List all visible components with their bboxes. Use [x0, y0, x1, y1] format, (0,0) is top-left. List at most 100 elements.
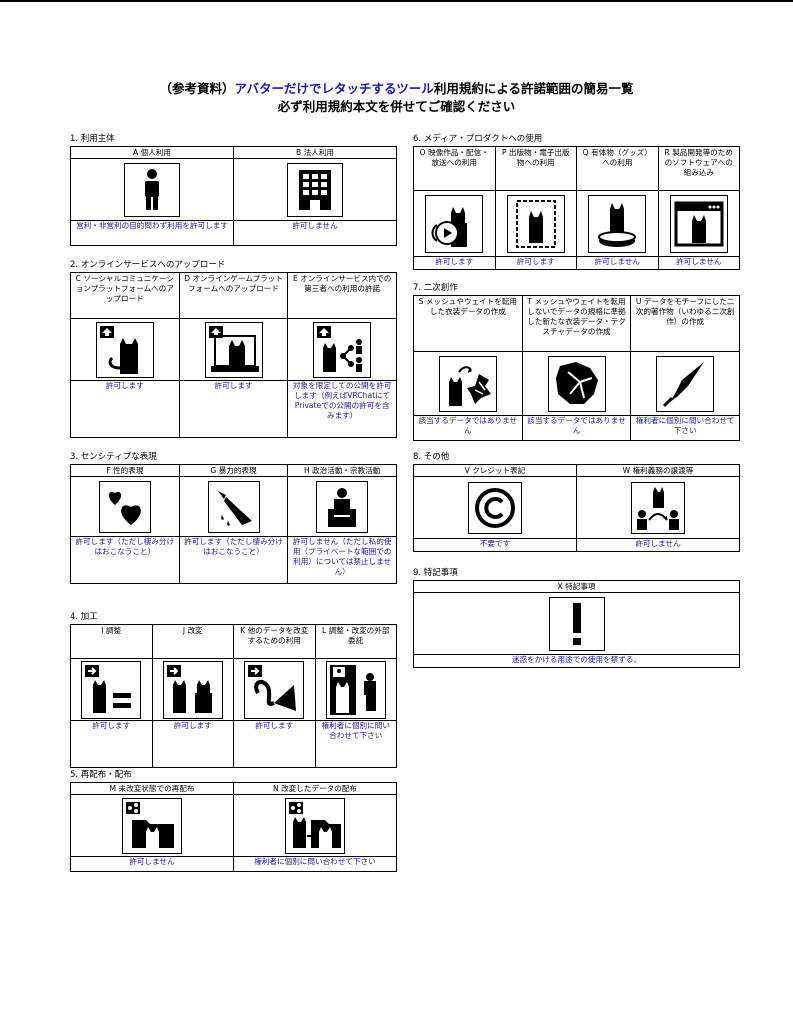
section-title: 6. メディア・プロダクトへの使用 [413, 134, 543, 144]
item-result: 許可します [516, 257, 555, 266]
item-result: 許可します（ただし棲み分けはおこなうこと） [75, 537, 175, 556]
section-title: 2. オンラインサービスへのアップロード [70, 260, 226, 270]
item-image [414, 593, 739, 655]
section-grid: I 調整 許可します J 改変 許可します K 他のデータを改変するための利用 [70, 624, 397, 768]
item-result: 許可しません [676, 257, 722, 266]
item-image [71, 659, 152, 721]
item-result: 許可します [173, 721, 212, 730]
video-play-icon [425, 194, 484, 253]
item-header: E オンラインサービス内での第三者への利用の許諾 [288, 273, 397, 319]
share-third-party-icon [313, 321, 372, 378]
section-special-notes: 9. 特記事項 X 特記事項 迷惑をかける用途での使用を禁ずる。 [413, 568, 740, 668]
item-header: L 調整・改変の外部委託 [315, 625, 396, 659]
section-derivative-works: 7. 二次創作 S メッシュやウェイトを転用した衣装データの作成 該当するデータ… [413, 283, 741, 441]
section-online-upload: 2. オンラインサービスへのアップロード C ソーシャルコミュニケーションプラッ… [70, 260, 398, 438]
item-u: U データをモチーフにした二次的著作物（いわゆる二次創作）の作成 権利者に個別に… [631, 296, 741, 440]
section-grid: V クレジット表記 不要です W 権利義務の譲渡等 許可しません [413, 464, 740, 552]
item-g: G 暴力的表現 許可します（ただし棲み分けはおこなうこと） [179, 465, 289, 583]
item-result: 許可しません [129, 857, 175, 866]
item-b: B 法人利用 許可しません [234, 147, 397, 245]
item-n: N 改変したデータの配布 権利者に個別に問い合わせて下さい [234, 783, 397, 871]
section-title: 4. 加工 [70, 612, 98, 622]
distribute-modified-icon [285, 797, 345, 854]
item-a: A 個人利用 営利・非営利の目的問わず利用を許可します [71, 147, 234, 245]
section-grid: A 個人利用 営利・非営利の目的問わず利用を許可します B 法人利用 許可しませ… [70, 146, 397, 246]
item-image [414, 477, 576, 539]
item-image [179, 477, 288, 537]
section-usage-subject: 1. 利用主体 A 個人利用 営利・非営利の目的問わず利用を許可します B 法人… [70, 134, 397, 246]
item-result: 許可しません [594, 257, 640, 266]
item-result: 権利者に個別に問い合わせて下さい [254, 857, 376, 866]
section-title: 9. 特記事項 [413, 568, 458, 578]
item-header: G 暴力的表現 [179, 465, 288, 477]
item-header: F 性的表現 [71, 465, 179, 477]
page-subtitle: 必ず利用規約本文を併せてご確認ください [277, 99, 516, 114]
upload-game-icon [204, 321, 263, 378]
knife-icon [207, 480, 260, 533]
item-header: T メッシュやウェイトを転用しないでデータの規格に準拠した新たな衣装データ・テク… [522, 296, 631, 352]
item-q: Q 有体物（グッズ）への利用 許可しません [577, 147, 659, 269]
section-modification: 4. 加工 I 調整 許可します J 改変 許可します K 他のデータを改変する… [70, 612, 397, 768]
redistribute-folder-icon [122, 797, 182, 854]
item-d: D オンラインゲームプラットフォームへのアップロード 許可します [179, 273, 289, 437]
item-e: E オンラインサービス内での第三者への利用の許諾 対象を限定しての公開を許可しま… [288, 273, 398, 437]
item-result: 該当するデータではありません [418, 416, 518, 435]
title-prefix: （参考資料） [159, 81, 235, 96]
item-x: X 特記事項 迷惑をかける用途での使用を禁ずる。 [414, 581, 740, 667]
title-suffix: 利用規約による許諾範囲の簡易一覧 [433, 81, 634, 96]
item-v: V クレジット表記 不要です [414, 465, 577, 551]
item-j: J 改変 許可します [152, 625, 234, 767]
item-result: 許可しません（ただし私的使用（プライベートな範囲での利用）については禁止しません… [292, 537, 392, 576]
section-title: 3. センシティブな表現 [70, 452, 157, 462]
rights-transfer-icon [631, 481, 685, 534]
section-grid: O 映像作品・配信・放送への利用 許可します P 出版物・電子出版物への利用 許… [413, 146, 740, 270]
item-header: P 出版物・電子出版物への利用 [495, 147, 576, 191]
person-icon [124, 162, 180, 217]
section-media-products: 6. メディア・プロダクトへの使用 O 映像作品・配信・放送への利用 許可します… [413, 134, 740, 270]
item-image [631, 352, 740, 416]
item-header: U データをモチーフにした二次的著作物（いわゆる二次創作）の作成 [631, 296, 740, 352]
item-header: O 映像作品・配信・放送への利用 [414, 147, 495, 191]
item-header: R 製品開発等のためのソフトウェアへの組み込み [658, 147, 739, 191]
item-image [234, 795, 396, 857]
item-image [234, 659, 315, 721]
item-result: 許可します [92, 721, 131, 730]
copyright-icon [468, 481, 522, 534]
item-header: S メッシュやウェイトを転用した衣装データの作成 [414, 296, 522, 352]
item-result: 許可します [105, 381, 144, 390]
item-t: T メッシュやウェイトを転用しないでデータの規格に準拠した新たな衣装データ・テク… [522, 296, 632, 440]
item-header: A 個人利用 [71, 147, 233, 159]
section-title: 1. 利用主体 [70, 134, 115, 144]
figure-goods-icon [588, 194, 647, 253]
building-icon [287, 162, 343, 217]
modify-icon [162, 660, 223, 719]
item-image [288, 477, 397, 537]
section-sensitive: 3. センシティブな表現 F 性的表現 許可します（ただし棲み分けはおこなうこと… [70, 452, 398, 584]
item-image [288, 319, 397, 381]
section-grid: S メッシュやウェイトを転用した衣装データの作成 該当するデータではありません … [413, 295, 741, 441]
upload-cat-icon [95, 321, 154, 378]
publication-icon [506, 194, 565, 253]
item-image [71, 795, 233, 857]
item-header: B 法人利用 [234, 147, 396, 159]
section-other: 8. その他 V クレジット表記 不要です W 権利義務の譲渡等 許可しません [413, 452, 740, 552]
mesh-costume-icon [438, 355, 497, 412]
item-result: 許可しません [292, 221, 338, 230]
item-result: 許可します [214, 381, 253, 390]
item-image [658, 191, 739, 257]
section-title: 7. 二次創作 [413, 283, 458, 293]
item-result: 権利者に個別に問い合わせて下さい [635, 416, 735, 435]
item-m: M 未改変状態での再配布 許可しません [71, 783, 234, 871]
section-grid: F 性的表現 許可します（ただし棲み分けはおこなうこと） G 暴力的表現 許可し… [70, 464, 398, 584]
item-s: S メッシュやウェイトを転用した衣装データの作成 該当するデータではありません [414, 296, 523, 440]
item-image [522, 352, 631, 416]
item-result: 許可します [255, 721, 294, 730]
software-window-icon [669, 194, 728, 253]
item-header: H 政治活動・宗教活動 [288, 465, 397, 477]
section-title: 8. その他 [413, 452, 450, 462]
section-redistribution: 5. 再配布・配布 M 未改変状態での再配布 許可しません N 改変したデータの… [70, 770, 397, 872]
item-result: 権利者に個別に問い合わせて下さい [321, 721, 390, 740]
item-image [71, 319, 179, 381]
item-header: C ソーシャルコミュニケーションプラットフォームへのアップロード [71, 273, 179, 319]
item-image [495, 191, 576, 257]
